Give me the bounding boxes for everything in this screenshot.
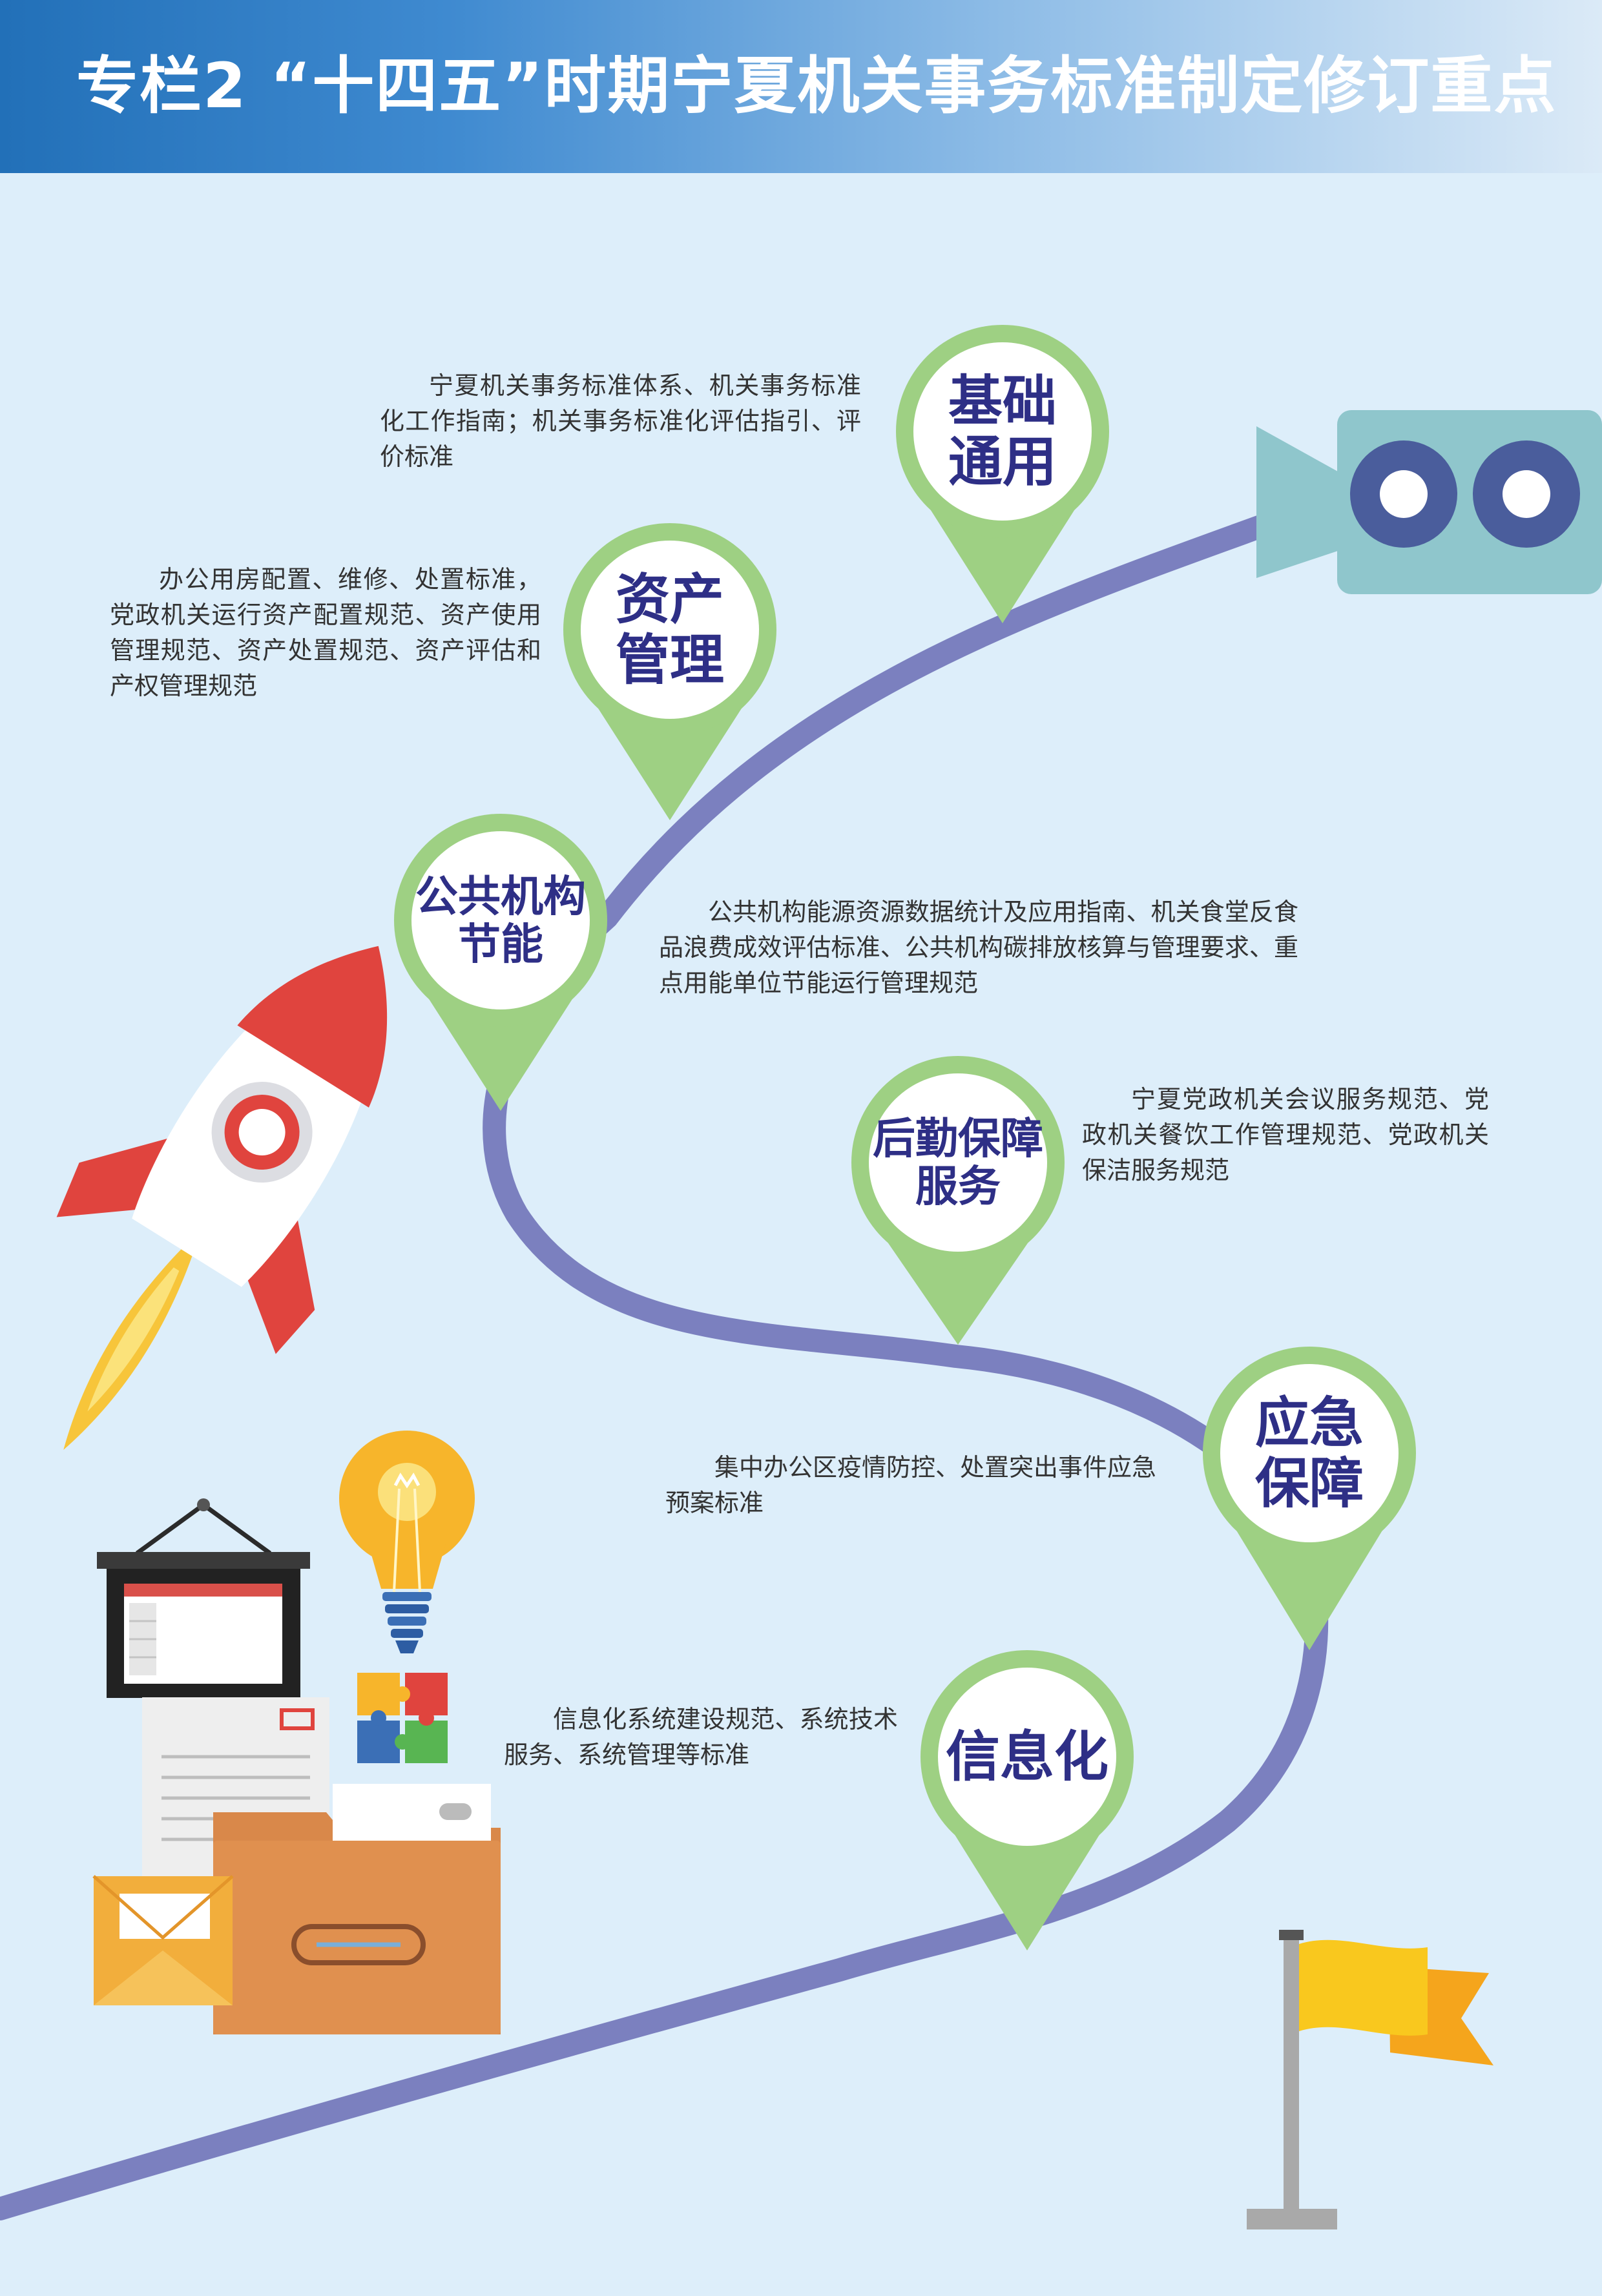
milestone-label-4-1: 保障: [1255, 1452, 1364, 1515]
milestone-description-4: 集中办公区疫情防控、处置突出事件应急预案标准: [665, 1453, 1157, 1517]
milestone-label-0-0: 基础: [948, 369, 1057, 433]
milestone-label-2-1: 节能: [458, 919, 543, 969]
envelope-icon: [92, 1875, 234, 2005]
milestone-description-3: 宁夏党政机关会议服务规范、党政机关餐饮工作管理规范、党政机关保洁服务规范: [1082, 1085, 1489, 1184]
goal-flag-icon: [1247, 1930, 1493, 2229]
map-pin-5: 信息化: [921, 1650, 1134, 1950]
light-bulb-icon: [339, 1431, 475, 1653]
milestone-label-3-1: 服务: [915, 1161, 1001, 1211]
presentation-board-icon: [97, 1498, 310, 1698]
roadmap-path: [0, 513, 1329, 2220]
camera-icon: [1256, 410, 1602, 594]
milestone-description-0: 宁夏机关事务标准体系、机关事务标准化工作指南；机关事务标准化评估指引、评价标准: [380, 371, 861, 471]
milestone-label-5-0: 信息化: [946, 1725, 1108, 1788]
header-banner: 专栏2 “十四五”时期宁夏机关事务标准制定修订重点: [0, 0, 1602, 173]
milestone-description-2: 公共机构能源资源数据统计及应用指南、机关食堂反食品浪费成效评估标准、公共机构碳排…: [659, 898, 1298, 997]
milestone-label-1-0: 资产: [616, 568, 724, 631]
folder-icon: [213, 1784, 501, 2034]
milestone-label-4-0: 应急: [1255, 1391, 1364, 1454]
milestone-description-5: 信息化系统建设规范、系统技术服务、系统管理等标准: [504, 1705, 898, 1769]
milestone-label-3-0: 后勤保障: [873, 1114, 1043, 1164]
rocket-icon: [56, 946, 388, 1450]
milestone-description-1: 办公用房配置、维修、处置标准，党政机关运行资产配置规范、资产使用管理规范、资产处…: [110, 565, 541, 700]
milestone-label-0-1: 通用: [948, 430, 1057, 493]
puzzle-icon: [357, 1673, 448, 1763]
milestone-label-1-1: 管理: [616, 628, 724, 692]
milestone-label-2-0: 公共机构: [415, 872, 586, 922]
page-title: 专栏2 “十四五”时期宁夏机关事务标准制定修订重点: [76, 50, 1557, 122]
